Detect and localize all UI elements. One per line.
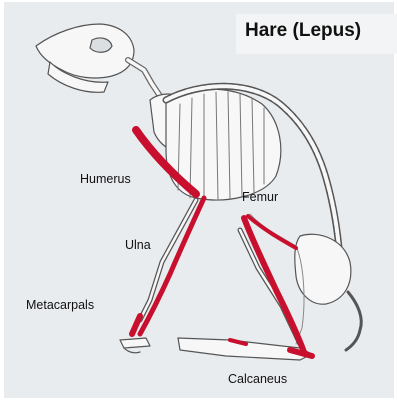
label-humerus: Humerus [80, 172, 131, 186]
label-metacarpals: Metacarpals [26, 298, 94, 312]
label-ulna: Ulna [125, 238, 151, 252]
eye-socket [90, 38, 112, 52]
front-paw [120, 338, 150, 348]
label-calcaneus: Calcaneus [228, 372, 287, 386]
tail [346, 292, 361, 350]
pelvis [295, 234, 351, 304]
femur-bone-highlight [244, 218, 304, 352]
forearm-bone-highlight [140, 198, 204, 334]
label-femur: Femur [242, 190, 278, 204]
diagram-title: Hare (Lepus) [245, 20, 361, 42]
